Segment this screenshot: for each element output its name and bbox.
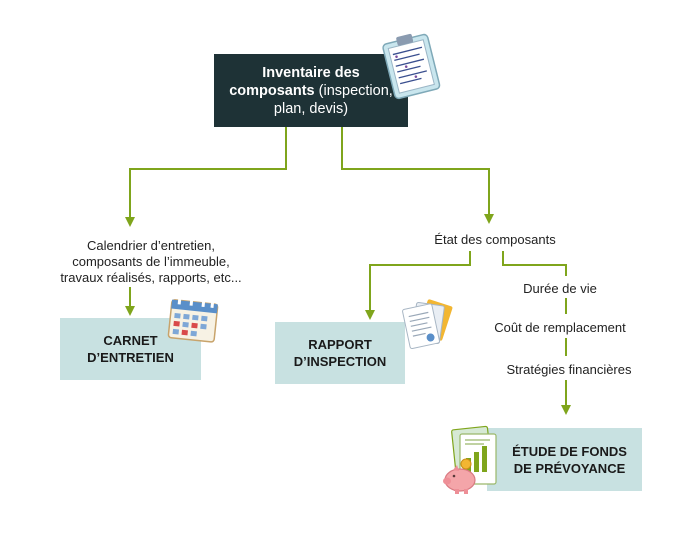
criteria-strategies-financieres: Stratégies financières <box>506 362 632 377</box>
fonds-box-line: ÉTUDE DE FONDS <box>512 443 627 459</box>
fonds-box-line: DE PRÉVOYANCE <box>513 460 626 476</box>
connector-root-to-right <box>341 127 494 224</box>
root-node-text: Inventaire des composants (inspection, p… <box>222 64 400 118</box>
carnet-description: Calendrier d’entretien, composants de l’… <box>50 238 252 286</box>
rapport-box-line: D’INSPECTION <box>293 354 387 369</box>
root-title-rest: (inspection, plan, devis) <box>273 82 393 117</box>
carnet-box-line: CARNET <box>103 333 158 348</box>
etude-fonds-prevoyance-box: ÉTUDE DE FONDS DE PRÉVOYANCE <box>487 428 642 491</box>
carnet-description-line: composants de l’immeuble, <box>72 254 230 269</box>
root-title-bold: Inventaire des composants <box>229 64 360 99</box>
carnet-description-line: travaux réalisés, rapports, etc... <box>60 270 242 285</box>
etat-composants-label: État des composants <box>434 232 556 247</box>
criteria-cout-remplacement: Coût de remplacement <box>494 320 626 335</box>
rapport-inspection-box: RAPPORT D’INSPECTION <box>275 322 405 384</box>
carnet-description-line: Calendrier d’entretien, <box>87 238 215 253</box>
connector-root-to-left <box>125 127 287 227</box>
piggy-bank-report-icon <box>443 425 497 494</box>
rapport-box-line: RAPPORT <box>308 337 372 352</box>
carnet-box-line: D’ENTRETIEN <box>87 350 174 365</box>
connector-etat-to-rapport <box>365 251 471 320</box>
carnet-entretien-box: CARNET D’ENTRETIEN <box>60 318 201 380</box>
criteria-duree-vie: Durée de vie <box>523 281 597 296</box>
connector-etat-to-criteria <box>502 251 567 276</box>
calendar-icon <box>167 297 219 343</box>
clipboard-icon <box>382 33 441 100</box>
root-node: Inventaire des composants (inspection, p… <box>214 54 408 127</box>
documents-icon <box>402 299 453 350</box>
